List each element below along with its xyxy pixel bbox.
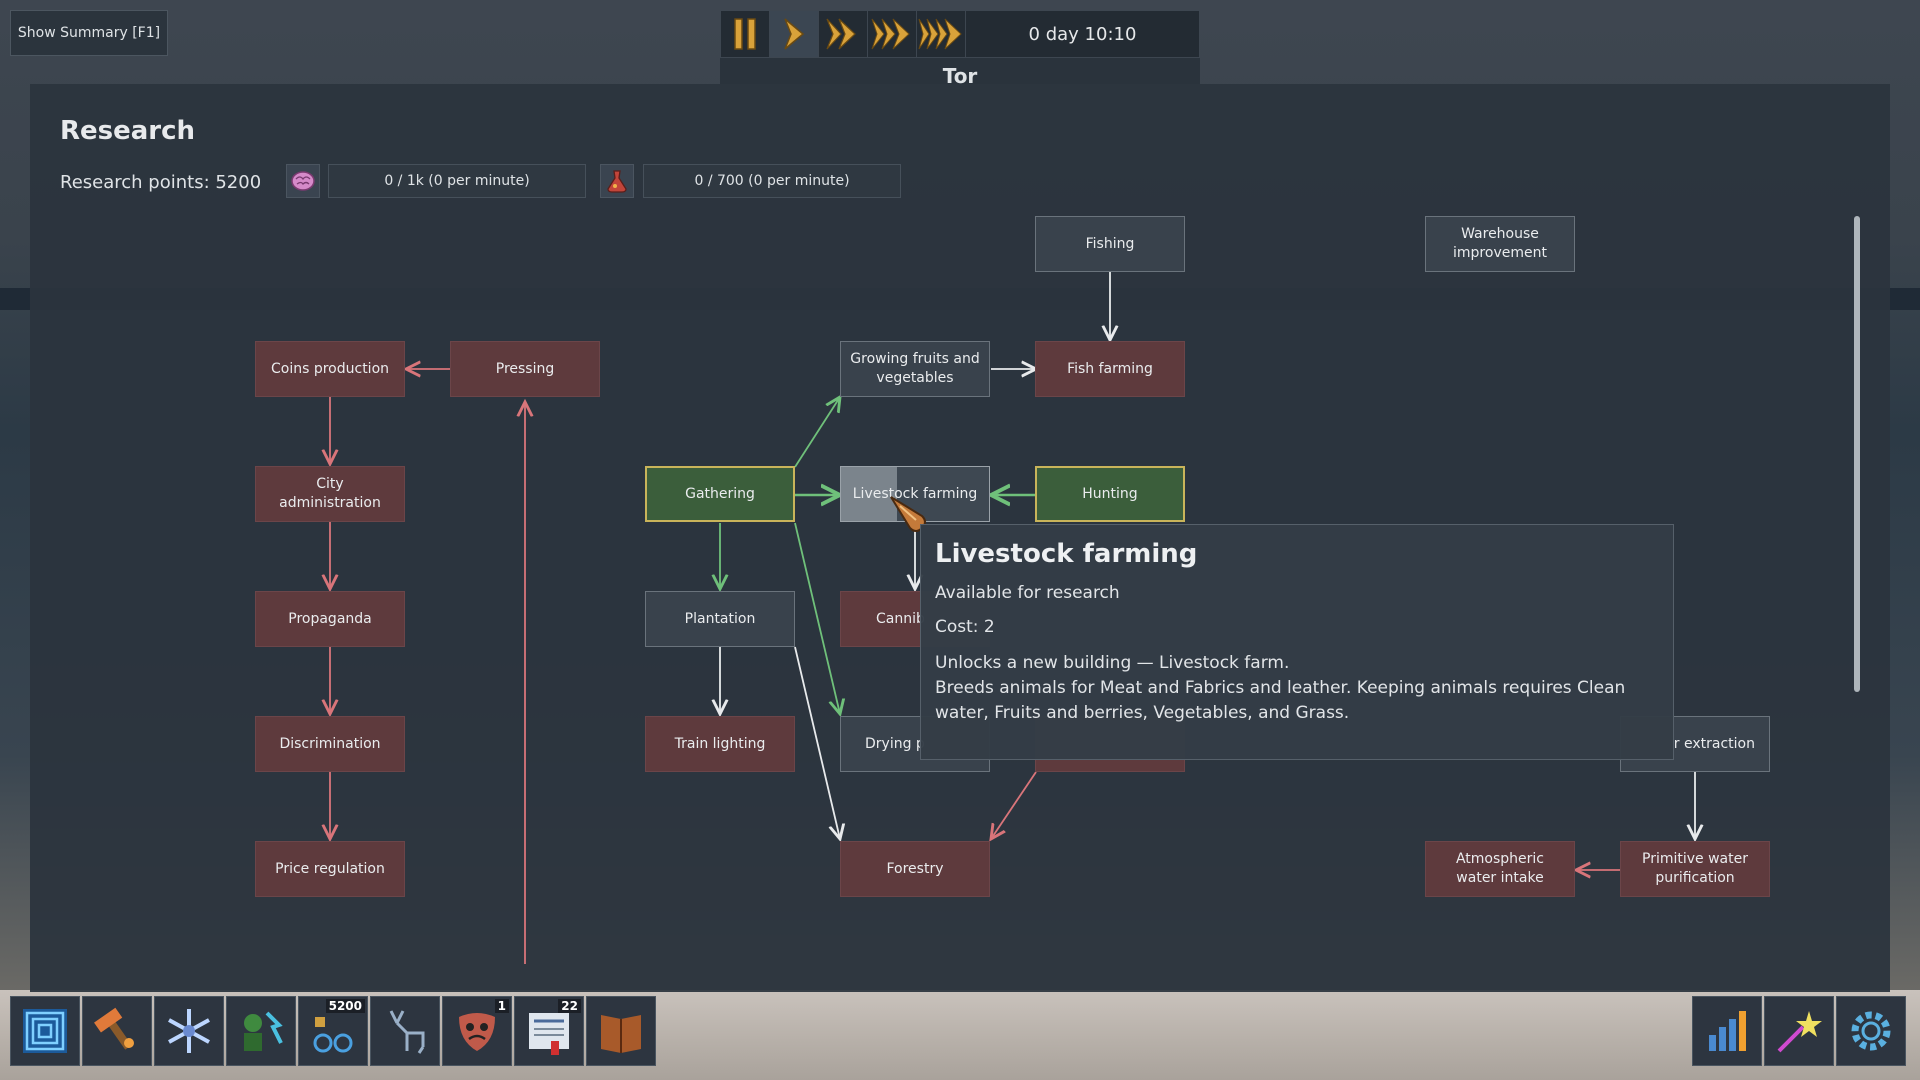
statistics-icon[interactable] (1692, 996, 1762, 1066)
node-gathering[interactable]: Gathering (645, 466, 795, 522)
tooltip-description-1: Unlocks a new building — Livestock farm. (935, 653, 1290, 673)
tooltip-livestock-farming: Livestock farming Available for research… (920, 524, 1674, 760)
right-toolbar (1692, 996, 1906, 1068)
fastest-forward-icon[interactable] (917, 11, 966, 57)
tree-connections (30, 272, 1890, 964)
brain-icon (286, 164, 320, 198)
tooltip-status: Available for research (935, 583, 1120, 603)
settings-gear-icon[interactable] (1836, 996, 1906, 1066)
node-discrimination[interactable]: Discrimination (255, 716, 405, 772)
resource-field-1: 0 / 1k (0 per minute) (328, 164, 586, 198)
research-badge: 5200 (325, 999, 365, 1013)
tooltip-description-2: Breeds animals for Meat and Fabrics and … (935, 678, 1626, 723)
node-forestry[interactable]: Forestry (840, 841, 990, 897)
deer-icon[interactable] (370, 996, 440, 1066)
node-growing-fruits[interactable]: Growing fruits and vegetables (840, 341, 990, 397)
node-pressing[interactable]: Pressing (450, 341, 600, 397)
fast-forward-icon[interactable] (819, 11, 868, 57)
node-primitive-water-purification[interactable]: Primitive water purification (1620, 841, 1770, 897)
node-coins-production[interactable]: Coins production (255, 341, 405, 397)
node-hunting[interactable]: Hunting (1035, 466, 1185, 522)
show-summary-button[interactable]: Show Summary [F1] (10, 10, 168, 56)
flask-icon (600, 164, 634, 198)
node-warehouse-improvement[interactable]: Warehouse improvement (1425, 216, 1575, 272)
map-building-icon[interactable] (10, 996, 80, 1066)
tooltip-title: Livestock farming (935, 539, 1198, 569)
workers-icon[interactable] (226, 996, 296, 1066)
node-propaganda[interactable]: Propaganda (255, 591, 405, 647)
node-plantation[interactable]: Plantation (645, 591, 795, 647)
research-icon[interactable]: 5200 (298, 996, 368, 1066)
newspaper-icon[interactable]: 22 (514, 996, 584, 1066)
node-fishing[interactable]: Fishing (1035, 216, 1185, 272)
node-city-administration[interactable]: City administration (255, 466, 405, 522)
hammer-icon[interactable] (82, 996, 152, 1066)
resource-field-2: 0 / 700 (0 per minute) (643, 164, 901, 198)
newspaper-badge: 22 (558, 999, 581, 1013)
mask-badge: 1 (494, 999, 509, 1013)
node-atmospheric-water-intake[interactable]: Atmospheric water intake (1425, 841, 1575, 897)
node-fish-farming[interactable]: Fish farming (1035, 341, 1185, 397)
snowflake-icon[interactable] (154, 996, 224, 1066)
bottom-toolbar: 5200 1 22 (10, 996, 656, 1068)
research-points-label: Research points: 5200 (60, 172, 262, 193)
node-price-regulation[interactable]: Price regulation (255, 841, 405, 897)
panel-title: Research (60, 116, 196, 146)
pause-icon[interactable] (721, 11, 770, 57)
mask-icon[interactable]: 1 (442, 996, 512, 1066)
star-wand-icon[interactable] (1764, 996, 1834, 1066)
game-clock: 0 day 10:10 (1028, 23, 1137, 45)
faster-forward-icon[interactable] (868, 11, 917, 57)
city-name: Tor (720, 58, 1200, 84)
play-icon[interactable] (770, 11, 819, 57)
tooltip-cost: Cost: 2 (935, 617, 995, 637)
node-train-lighting[interactable]: Train lighting (645, 716, 795, 772)
tree-scrollbar[interactable] (1854, 216, 1860, 692)
speed-control-bar: 0 day 10:10 (720, 10, 1200, 58)
book-icon[interactable] (586, 996, 656, 1066)
